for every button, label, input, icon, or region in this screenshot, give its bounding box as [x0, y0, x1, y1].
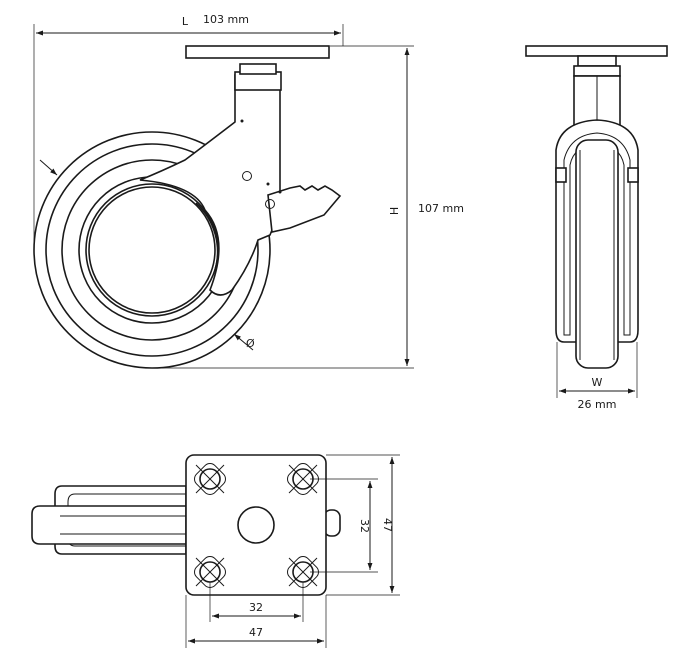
diameter-arrow-bottom	[233, 333, 254, 351]
plate-width-x: 47	[249, 626, 263, 639]
plate-width-y: 47	[381, 518, 394, 532]
width-symbol: W	[592, 376, 603, 389]
top-view: 32 47 32 47	[31, 454, 400, 648]
bolt-hole-icon	[287, 463, 319, 495]
diameter-label: Ø	[246, 337, 255, 350]
height-symbol: H	[388, 207, 401, 215]
front-view-wheel	[575, 139, 619, 369]
brake-lever	[267, 185, 342, 233]
top-view-wheel	[31, 505, 187, 545]
bolt-spacing-y: 32	[358, 519, 371, 533]
side-view-top-plate	[185, 45, 330, 59]
height-value: 107 mm	[418, 202, 464, 215]
side-view-fork	[139, 74, 281, 296]
diameter-arrow-top	[39, 159, 58, 176]
center-hole-icon	[237, 506, 275, 544]
width-value: 26 mm	[578, 398, 617, 411]
length-symbol: L	[182, 15, 189, 28]
bolt-spacing-x: 32	[249, 601, 263, 614]
front-view-top-plate	[525, 45, 668, 57]
bolt-hole-icon	[194, 463, 226, 495]
rivet-icon	[242, 171, 252, 181]
length-value: 103 mm	[203, 13, 249, 26]
rivet-icon	[265, 199, 275, 209]
front-view: W 26 mm	[525, 45, 668, 411]
side-view: Ø L 103 mm H 107 mm	[33, 13, 464, 369]
